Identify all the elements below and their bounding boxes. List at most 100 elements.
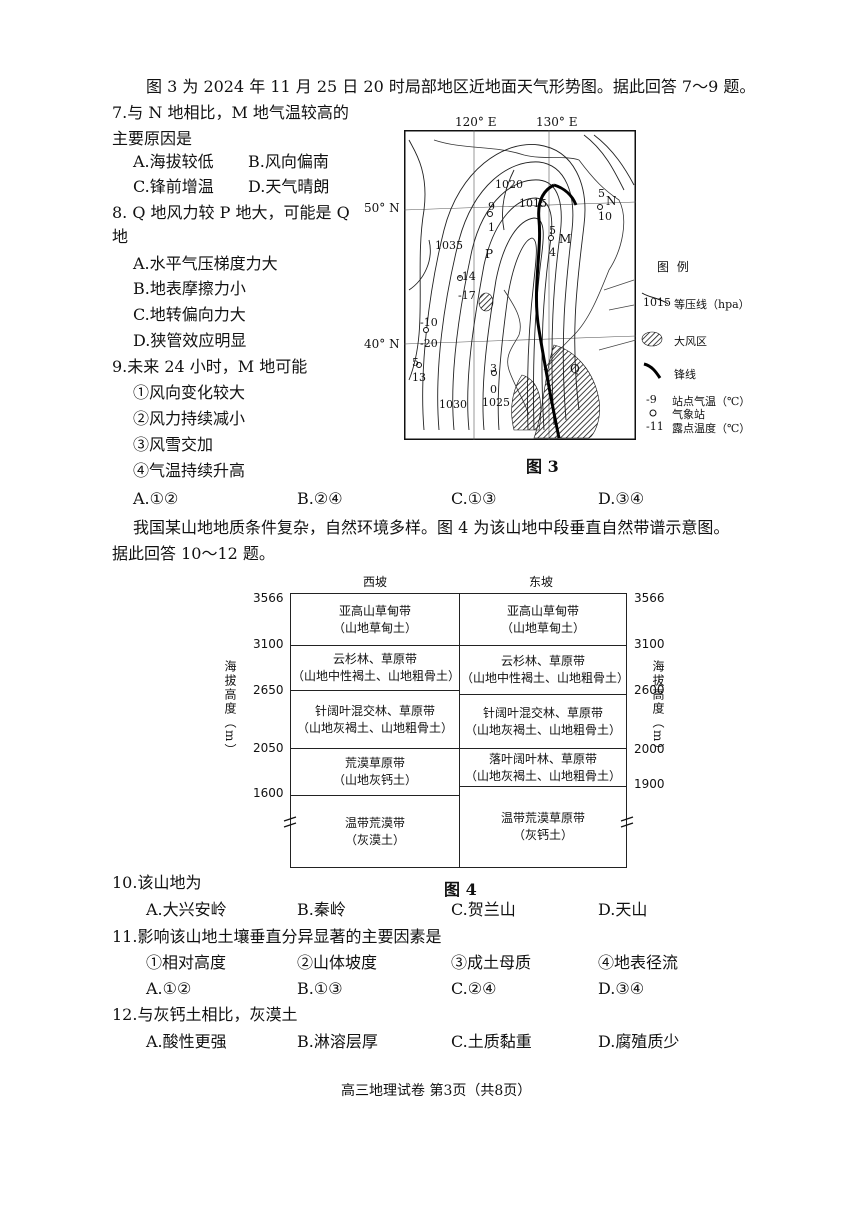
legend-temp-text: 站点气温（℃）	[672, 395, 751, 408]
q8-option-a[interactable]: A.水平气压梯度力大	[133, 254, 278, 273]
legend-wind-icon	[641, 331, 663, 347]
station-m-dew: 4	[549, 246, 556, 259]
west-zone-5-name: 温带荒漠带	[344, 815, 405, 830]
west-zone-5: 温带荒漠带 （灰漠土）	[292, 796, 458, 867]
q12-stem: 12.与灰钙土相比，灰漠土	[112, 1005, 298, 1024]
q9-option-b[interactable]: B.②④	[297, 489, 343, 508]
west-zone-3: 针阔叶混交林、草原带 （山地灰褐土、山地粗骨土）	[292, 691, 458, 748]
q12-option-d[interactable]: D.腐殖质少	[598, 1032, 680, 1051]
east-zone-5-name: 温带荒漠草原带	[500, 811, 585, 825]
east-tick-3566: 3566	[634, 591, 665, 605]
station-s-temp: 3	[490, 362, 497, 375]
q9-stem: 9.未来 24 小时，M 地可能	[112, 357, 308, 376]
q7-option-d[interactable]: D.天气晴朗	[248, 177, 330, 196]
q8-option-d[interactable]: D.狭管效应明显	[133, 331, 247, 350]
station-w-temp: -10	[420, 316, 438, 329]
map-label-q: Q	[570, 362, 580, 376]
station-p-dew: -17	[458, 289, 476, 302]
west-zone-3-name: 针阔叶混交林、草原带	[314, 703, 435, 718]
east-zone-4-soil: （山地灰褐土、山地粗骨土）	[464, 768, 621, 783]
q11-option-a[interactable]: A.①②	[146, 979, 192, 998]
weather-map	[404, 130, 636, 440]
legend-isobar-text: 等压线（hpa）	[674, 298, 750, 311]
station-m-temp: 5	[549, 224, 556, 237]
west-zone-3-soil: （山地灰褐土、山地粗骨土）	[296, 720, 453, 735]
q7-option-c[interactable]: C.锋前增温	[133, 177, 214, 196]
legend-dew-text: 露点温度（℃）	[672, 422, 751, 435]
legend-front-text: 锋线	[674, 368, 696, 381]
fig4-right-axis-label: 海拔高度（m）	[651, 660, 665, 758]
q10-option-a[interactable]: A.大兴安岭	[146, 900, 227, 919]
legend-title: 图 例	[657, 260, 691, 274]
map-label-n: N	[606, 194, 617, 208]
intro-text-1: 图 3 为 2024 年 11 月 25 日 20 时局部地区近地面天气形势图。…	[146, 77, 756, 96]
q11-option-b[interactable]: B.①③	[297, 979, 343, 998]
q10-option-b[interactable]: B.秦岭	[297, 900, 346, 919]
east-zone-3-soil: （山地灰褐土、山地粗骨土）	[464, 722, 621, 737]
east-zone-5: 温带荒漠草原带 （灰钙土）	[461, 787, 625, 867]
legend-isobar-icon	[641, 292, 669, 305]
q7-stem-2: 主要原因是	[112, 129, 193, 148]
q10-stem: 10.该山地为	[112, 873, 202, 892]
west-zone-2-soil: （山地中性褐土、山地粗骨土）	[292, 669, 461, 683]
q10-option-c[interactable]: C.贺兰山	[451, 900, 516, 919]
east-zone-3: 针阔叶混交林、草原带 （山地灰褐土、山地粗骨土）	[461, 695, 625, 748]
q9-option-c[interactable]: C.①③	[451, 489, 497, 508]
west-zone-2: 云杉林、草原带 （山地中性褐土、山地粗骨土）	[292, 646, 461, 690]
west-tick-2050: 2050	[253, 741, 284, 755]
west-zone-5-soil: （灰漠土）	[344, 832, 405, 847]
q9-item-4: ④气温持续升高	[133, 461, 246, 480]
q12-option-c[interactable]: C.土质黏重	[451, 1032, 532, 1051]
west-axis-break	[283, 816, 297, 828]
legend-station-icon	[649, 409, 657, 417]
legend-isobar-value: 1015	[643, 296, 671, 309]
east-axis-break	[620, 816, 634, 828]
q11-item-1: ①相对高度	[146, 953, 227, 972]
legend-station-text: 气象站	[672, 408, 705, 421]
q8-option-c[interactable]: C.地转偏向力大	[133, 305, 246, 324]
q12-option-b[interactable]: B.淋溶层厚	[297, 1032, 378, 1051]
q9-item-1: ①风向变化较大	[133, 383, 246, 402]
q11-option-c[interactable]: C.②④	[451, 979, 497, 998]
isobar-label-1035: 1035	[435, 239, 463, 252]
fig4-divider	[459, 593, 460, 868]
station-s-dew: 0	[490, 383, 497, 396]
east-zone-2-name: 云杉林、草原带	[500, 654, 585, 668]
q7-option-a[interactable]: A.海拔较低	[133, 152, 214, 171]
q11-stem: 11.影响该山地土壤垂直分异显著的主要因素是	[112, 927, 442, 946]
q8-option-b[interactable]: B.地表摩擦力小	[133, 279, 246, 298]
station-n-temp: 5	[598, 187, 605, 200]
isobar-label-1025: 1025	[482, 396, 510, 409]
isobar-label-1030: 1030	[439, 398, 467, 411]
isobar-label-1020: 1020	[495, 178, 523, 191]
west-zone-1: 亚高山草甸带 （山地草甸土）	[292, 595, 458, 645]
q12-option-a[interactable]: A.酸性更强	[146, 1032, 227, 1051]
map-lat-40: 40° N	[364, 337, 400, 351]
map-lat-50: 50° N	[364, 201, 400, 215]
west-zone-4: 荒漠草原带 （山地灰钙土）	[292, 749, 458, 795]
q11-option-d[interactable]: D.③④	[598, 979, 645, 998]
map-lon-130: 130° E	[536, 115, 578, 129]
q7-option-b[interactable]: B.风向偏南	[248, 152, 329, 171]
legend-dew-value: -11	[646, 420, 664, 433]
q10-option-d[interactable]: D.天山	[598, 900, 648, 919]
west-zone-1-soil: （山地草甸土）	[332, 621, 417, 635]
intro-text-2a: 我国某山地地质条件复杂，自然环境多样。图 4 为该山地中段垂直自然带谱示意图。	[133, 518, 730, 537]
legend-temp-value: -9	[646, 393, 657, 406]
q9-option-a[interactable]: A.①②	[133, 489, 179, 508]
east-zone-2: 云杉林、草原带 （山地中性褐土、山地粗骨土）	[461, 646, 629, 694]
fig4-west-title: 西坡	[363, 575, 388, 589]
q11-item-2: ②山体坡度	[297, 953, 378, 972]
q9-item-3: ③风雪交加	[133, 435, 214, 454]
fig4-caption: 图 4	[444, 880, 477, 899]
isobar-label-1015: 1015	[519, 197, 547, 210]
q9-option-d[interactable]: D.③④	[598, 489, 645, 508]
station-p-temp: -14	[458, 270, 476, 283]
q7-stem-1: 7.与 N 地相比，M 地气温较高的	[112, 103, 349, 122]
station-sw-temp: 5	[412, 356, 419, 369]
west-zone-1-name: 亚高山草甸带	[338, 604, 411, 618]
west-zone-4-name: 荒漠草原带	[344, 756, 405, 770]
q11-item-3: ③成土母质	[451, 953, 532, 972]
east-zone-4: 落叶阔叶林、草原带 （山地灰褐土、山地粗骨土）	[461, 749, 625, 786]
west-zone-4-soil: （山地灰钙土）	[332, 773, 417, 787]
